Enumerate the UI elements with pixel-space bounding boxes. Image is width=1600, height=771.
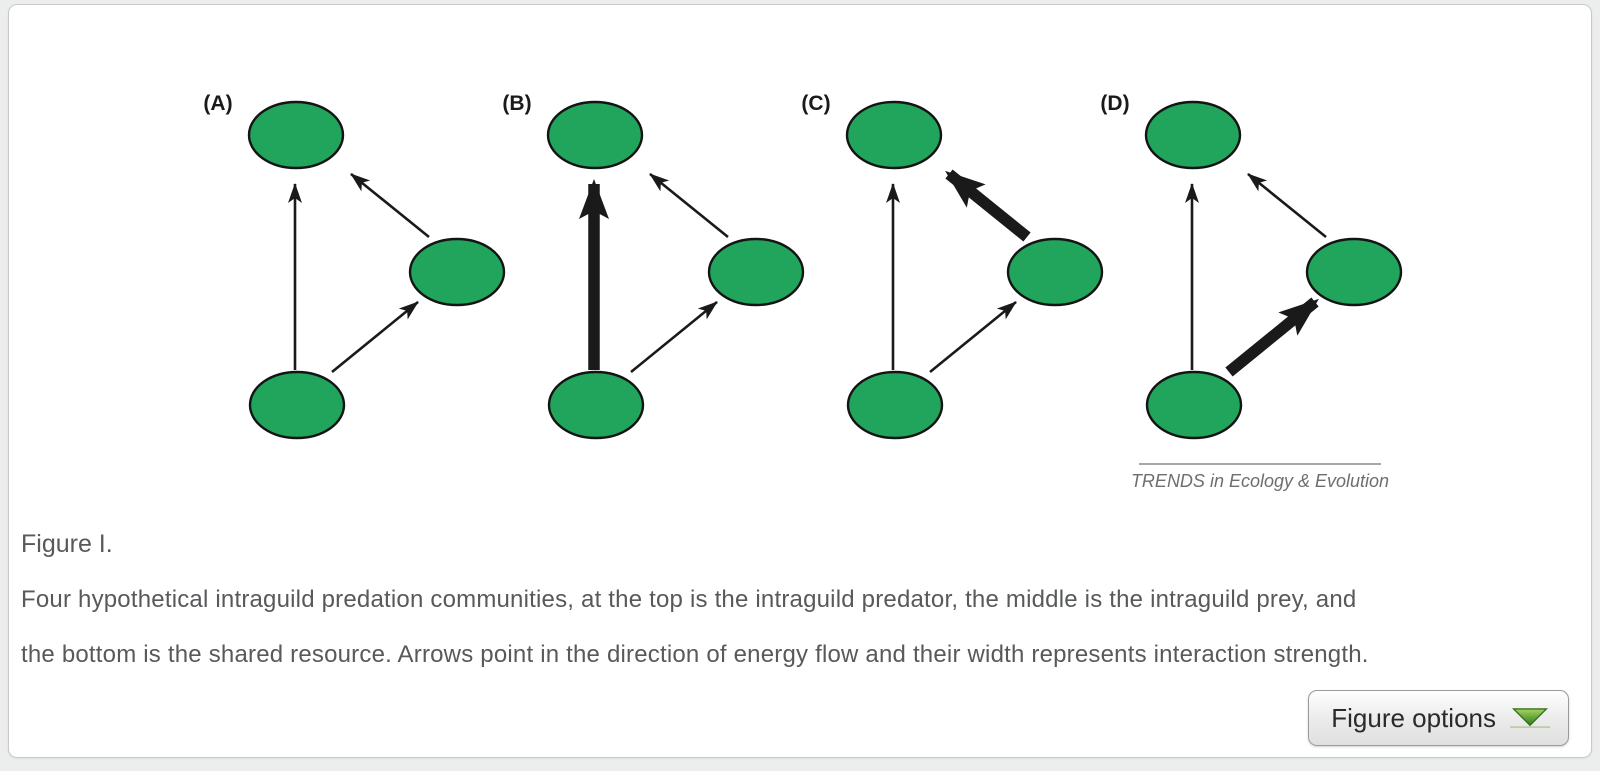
figure-panel-B: (B) — [502, 92, 805, 440]
node-predator — [247, 100, 345, 170]
figure-caption-title: Figure I. — [21, 530, 113, 558]
figure-panels: (A) (B) (C) (D) — [203, 92, 1403, 440]
figure-caption-line-1: Four hypothetical intraguild predation c… — [21, 586, 1357, 613]
arrow-resource-to-prey-thin — [929, 300, 1017, 374]
dropdown-arrow-icon — [1510, 707, 1550, 728]
node-prey — [1305, 237, 1403, 307]
node-predator — [546, 100, 644, 170]
node-predator — [845, 100, 943, 170]
node-prey — [1006, 237, 1104, 307]
figure-panel-C: (C) — [801, 92, 1104, 440]
arrow-resource-to-prey-thin — [331, 300, 419, 374]
panel-label: (D) — [1100, 92, 1129, 115]
journal-signature-text: TRENDS in Ecology & Evolution — [1131, 471, 1389, 491]
node-prey — [707, 237, 805, 307]
arrow-prey-to-predator-thin — [350, 172, 430, 239]
figure-diagram: (A) (B) (C) (D) TRENDS in Ecology & Evoluti… — [203, 92, 1403, 491]
figure-options-label: Figure options — [1331, 702, 1496, 733]
figure-options-button[interactable]: Figure options — [1308, 690, 1569, 746]
figure-panel-D: (D) — [1100, 92, 1403, 440]
arrow-prey-to-predator-thin — [1247, 172, 1327, 239]
figure-caption: Figure I. Four hypothetical intraguild p… — [21, 517, 1579, 682]
arrow-prey-to-predator-thick — [945, 169, 1031, 242]
node-predator — [1144, 100, 1242, 170]
arrow-resource-to-prey-thin — [630, 300, 718, 374]
node-prey — [408, 237, 506, 307]
panel-label: (B) — [502, 92, 531, 115]
journal-signature: TRENDS in Ecology & Evolution — [1131, 463, 1389, 491]
arrow-prey-to-predator-thin — [649, 172, 729, 239]
node-resource — [547, 370, 645, 440]
figure-panel-A: (A) — [203, 92, 506, 440]
panel-label: (C) — [801, 92, 830, 115]
panel-label: (A) — [203, 92, 232, 115]
figure-viewer-card: (A) (B) (C) (D) TRENDS in Ecology & Evoluti… — [8, 4, 1592, 758]
node-resource — [248, 370, 346, 440]
arrow-resource-to-prey-thick — [1225, 297, 1319, 377]
figure-caption-line-2: the bottom is the shared resource. Arrow… — [21, 641, 1369, 668]
node-resource — [1145, 370, 1243, 440]
node-resource — [846, 370, 944, 440]
